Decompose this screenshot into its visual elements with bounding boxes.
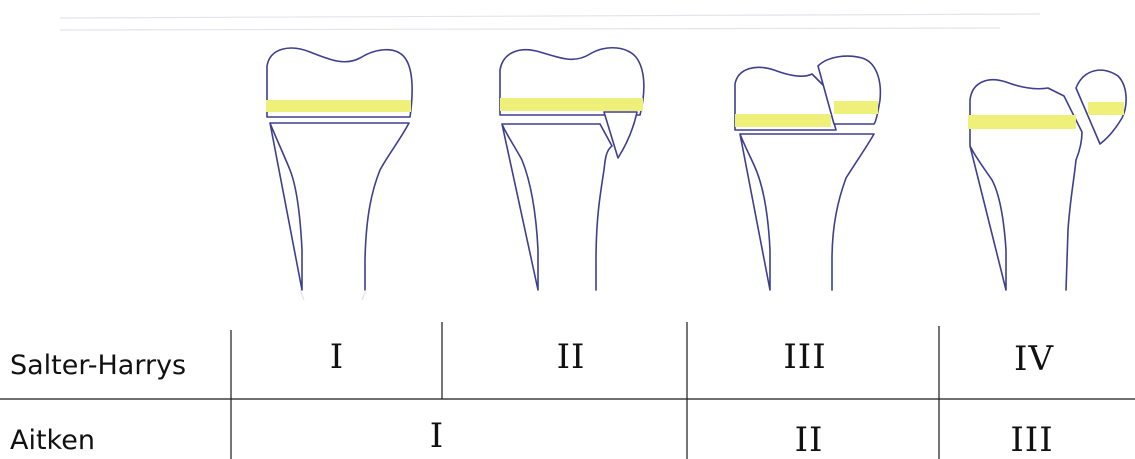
aitken-class-i: I [430,419,444,453]
salter-class-iv: IV [1014,342,1054,376]
growth-plate-3-right [834,101,878,114]
bone-type-1 [266,48,412,300]
growth-plate-2 [500,98,643,111]
metaphyseal-fragment-2 [604,112,637,158]
faded-background-artifacts [60,14,1040,30]
metaphysis-3 [740,134,874,290]
bone-type-3 [735,56,880,290]
growth-plate-4-right [1088,102,1124,115]
epiphysis-4-main [970,80,1082,290]
salter-class-iii: III [783,340,826,374]
growth-plate-4-left [968,115,1076,129]
bone-type-2 [500,48,644,290]
aitken-class-iii: III [1010,423,1053,457]
growth-plate-1 [266,100,411,112]
growth-plate-3-left [735,114,831,127]
metaphysis-2 [502,124,612,290]
salter-class-ii: II [557,340,586,374]
bone-type-4 [968,70,1126,290]
salter-class-i: I [330,340,344,374]
row-label-salter-harris: Salter-Harrys [10,352,186,379]
aitken-class-ii: II [795,423,824,457]
metaphysis-1 [270,123,409,290]
row-label-aitken: Aitken [10,427,95,454]
